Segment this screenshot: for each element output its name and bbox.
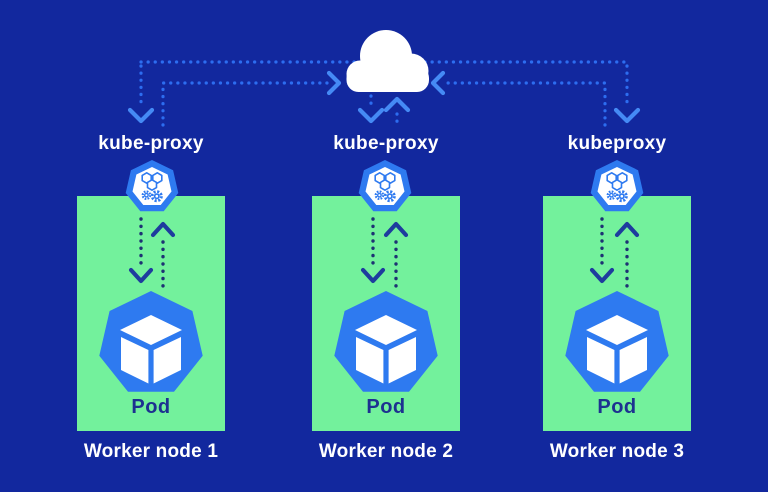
worker-node-1-label: Worker node 1 bbox=[83, 441, 219, 462]
arrow-down-icon bbox=[127, 107, 155, 124]
arrow-down-icon bbox=[613, 107, 641, 124]
cloud-to-node-arrowheads bbox=[127, 70, 641, 124]
worker-node-2-label: Worker node 2 bbox=[318, 441, 454, 462]
arrow-up-icon bbox=[383, 96, 411, 113]
arrow-left-icon bbox=[430, 70, 446, 96]
arrow-right-icon bbox=[326, 70, 342, 96]
pod-label-node-1: Pod bbox=[131, 396, 171, 418]
cloud-to-node-dotted-lines bbox=[139, 60, 629, 130]
pod-label-node-2: Pod bbox=[366, 396, 406, 418]
worker-node-3-label: Worker node 3 bbox=[549, 441, 685, 462]
kube-proxy-label-node-2: kube-proxy bbox=[333, 133, 439, 154]
kube-proxy-label-node-1: kube-proxy bbox=[98, 133, 204, 154]
kube-proxy-label-node-3: kubeproxy bbox=[567, 133, 667, 154]
arrow-down-icon bbox=[357, 107, 385, 124]
pod-label-node-3: Pod bbox=[597, 396, 637, 418]
cloud-icon bbox=[346, 30, 429, 92]
